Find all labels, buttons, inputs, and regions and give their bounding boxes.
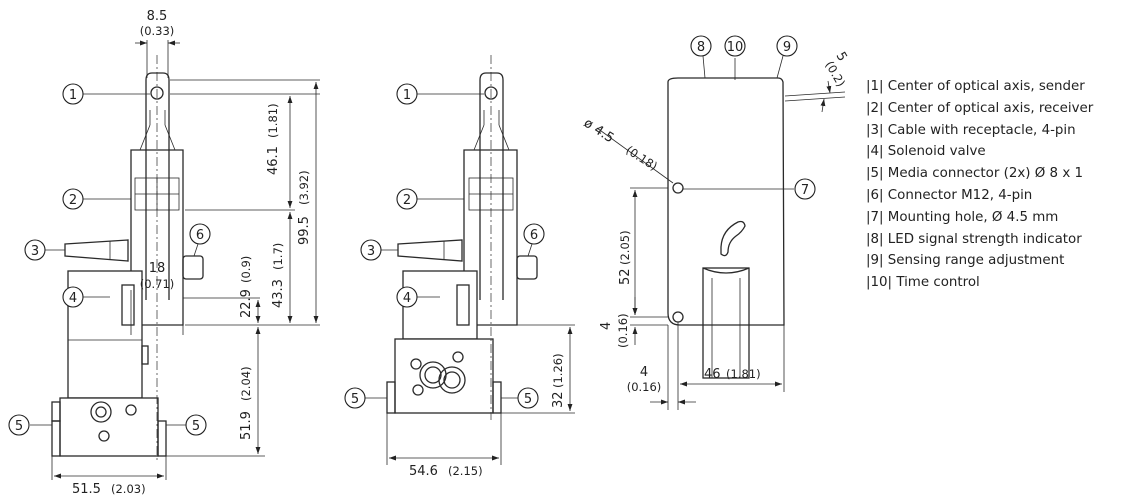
dim-32: 32 xyxy=(551,391,566,408)
callout-8: 8 xyxy=(690,35,712,57)
callout-4-rear: 4 xyxy=(396,286,418,308)
legend-item-4: |4| Solenoid valve xyxy=(866,144,986,160)
side-view xyxy=(596,55,846,410)
dim-angle-5-in: (0.2) xyxy=(822,59,848,90)
callout-5-right: 5 xyxy=(185,414,207,436)
svg-text:5: 5 xyxy=(192,419,200,434)
dim-51-9-in: (2.04) xyxy=(239,366,253,401)
svg-text:5: 5 xyxy=(524,392,532,407)
svg-text:2: 2 xyxy=(69,193,77,208)
dim-22-9: 22.9 xyxy=(239,289,254,318)
svg-text:6: 6 xyxy=(530,228,538,243)
dim-18: 18 xyxy=(149,261,166,276)
callout-5-rear-left: 5 xyxy=(344,387,366,409)
dim-54-6-in: (2.15) xyxy=(448,464,483,478)
svg-text:7: 7 xyxy=(801,183,809,198)
callouts: 1 2 3 4 6 5 5 1 2 3 4 6 5 5 8 10 9 7 xyxy=(8,35,816,436)
callout-2: 2 xyxy=(62,188,84,210)
legend-item-3: |3| Cable with receptacle, 4-pin xyxy=(866,122,1076,138)
svg-text:1: 1 xyxy=(69,88,77,103)
svg-text:8: 8 xyxy=(697,40,705,55)
dim-54-6: 54.6 xyxy=(409,464,438,479)
svg-text:9: 9 xyxy=(783,40,791,55)
dim-52-in: (2.05) xyxy=(618,230,632,265)
legend-item-10: |10| Time control xyxy=(866,275,980,291)
dim-8-5: 8.5 xyxy=(147,9,168,24)
legend-item-2: |2| Center of optical axis, receiver xyxy=(866,100,1094,116)
callout-2-rear: 2 xyxy=(396,188,418,210)
callout-5-rear-right: 5 xyxy=(517,387,539,409)
svg-text:3: 3 xyxy=(367,244,375,259)
svg-text:10: 10 xyxy=(727,40,744,55)
svg-text:5: 5 xyxy=(351,392,359,407)
svg-text:3: 3 xyxy=(31,244,39,259)
dim-4-vertical-in: (0.16) xyxy=(616,313,630,348)
legend-item-6: |6| Connector M12, 4-pin xyxy=(866,187,1033,203)
rear-view xyxy=(365,55,575,465)
svg-text:4: 4 xyxy=(403,291,411,306)
dim-hole-diameter: ø 4.5 xyxy=(581,116,617,146)
dim-99-5: 99.5 xyxy=(297,216,312,245)
legend-item-9: |9| Sensing range adjustment xyxy=(866,253,1065,269)
dim-hole-diameter-in: (0.18) xyxy=(623,143,660,174)
callout-1: 1 xyxy=(62,83,84,105)
callout-10: 10 xyxy=(724,35,746,57)
dim-46-1: 46.1 xyxy=(266,146,281,175)
callout-6: 6 xyxy=(189,223,211,245)
svg-text:4: 4 xyxy=(69,291,77,306)
dim-4-horizontal: 4 xyxy=(640,365,648,380)
legend-item-1: |1| Center of optical axis, sender xyxy=(866,79,1085,94)
legend: |1| Center of optical axis, sender |2| C… xyxy=(866,76,1093,294)
legend-item-7: |7| Mounting hole, Ø 4.5 mm xyxy=(866,209,1059,225)
dim-51-5: 51.5 xyxy=(72,482,101,497)
dim-8-5-in: (0.33) xyxy=(140,24,175,38)
dim-32-in: (1.26) xyxy=(551,353,565,388)
callout-3: 3 xyxy=(24,239,46,261)
callout-3-rear: 3 xyxy=(360,239,382,261)
svg-text:1: 1 xyxy=(403,88,411,103)
callout-4: 4 xyxy=(62,286,84,308)
dim-18-in: (0.71) xyxy=(140,277,175,291)
svg-text:2: 2 xyxy=(403,193,411,208)
legend-item-8: |8| LED signal strength indicator xyxy=(866,231,1082,247)
dim-51-5-in: (2.03) xyxy=(111,482,146,496)
dim-4-horizontal-in: (0.16) xyxy=(627,380,662,394)
svg-text:6: 6 xyxy=(196,228,204,243)
dim-46-in: (1.81) xyxy=(726,367,761,381)
dim-46: 46 xyxy=(704,367,721,382)
callout-1-rear: 1 xyxy=(396,83,418,105)
callout-6-rear: 6 xyxy=(523,223,545,245)
dim-4-vertical: 4 xyxy=(599,322,614,330)
callout-7: 7 xyxy=(794,178,816,200)
svg-text:5: 5 xyxy=(15,419,23,434)
dim-52: 52 xyxy=(618,268,633,285)
dim-22-9-in: (0.9) xyxy=(239,256,253,283)
callout-5-left: 5 xyxy=(8,414,30,436)
dim-43-3-in: (1.7) xyxy=(271,243,285,270)
dim-46-1-in: (1.81) xyxy=(266,103,280,138)
dim-51-9: 51.9 xyxy=(239,411,254,440)
legend-item-5: |5| Media connector (2x) Ø 8 x 1 xyxy=(866,166,1084,182)
callout-9: 9 xyxy=(776,35,798,57)
dim-43-3: 43.3 xyxy=(271,279,286,308)
dim-99-5-in: (3.92) xyxy=(297,170,311,205)
